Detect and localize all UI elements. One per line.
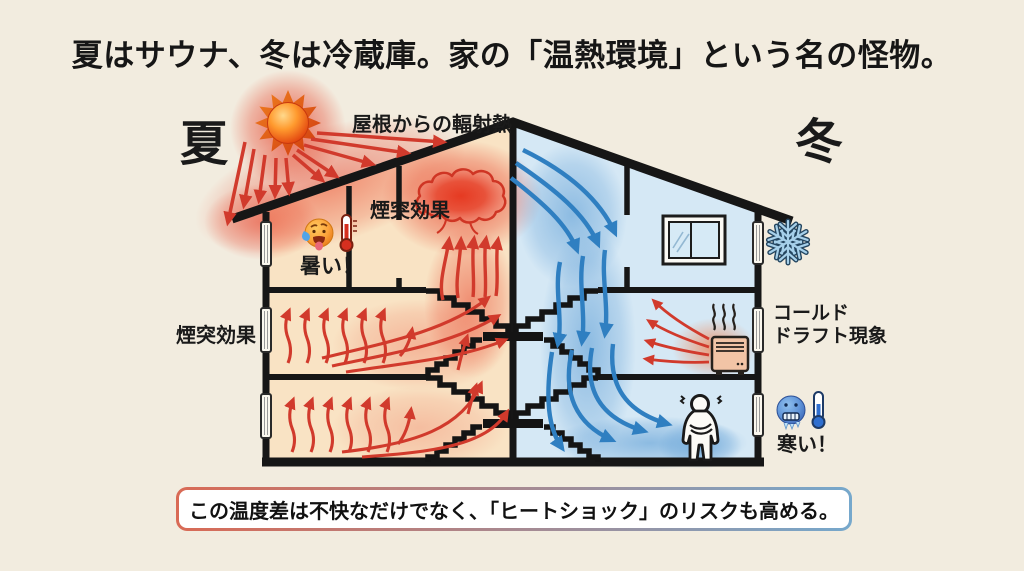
thermometer-hot-icon — [339, 214, 357, 252]
heat-cloud-icon — [415, 168, 507, 235]
icicles — [783, 421, 801, 431]
cold-face-emoji-icon — [776, 395, 806, 431]
chimney-effect-left-label: 煙突効果 — [176, 325, 256, 347]
sweat-drop-icon — [302, 231, 310, 241]
chimney-effect-attic-label: 煙突効果 — [370, 200, 450, 222]
hot-air-arrows — [284, 380, 510, 459]
page-title: 夏はサウナ、冬は冷蔵庫。家の「温熱環境」という名の怪物。 — [71, 38, 953, 73]
hot-air-arrows — [223, 131, 448, 227]
cold-draft-line2: ドラフト現象 — [773, 326, 888, 347]
thermometer-cold-icon — [811, 391, 826, 429]
roof — [230, 117, 794, 226]
cold-air-arrows — [509, 148, 673, 452]
heat-steam-icon — [712, 303, 736, 331]
cold-label: 寒い！ — [777, 434, 837, 456]
hot-face-emoji-icon — [302, 218, 334, 251]
heat-shock-note: この温度差は不快なだけでなく、「ヒートショック」のリスクも高める。 — [176, 487, 852, 531]
cold-draft-arrows — [642, 298, 710, 366]
hot-label: 暑い！ — [300, 255, 363, 278]
cold-draft-label: コールド ドラフト現象 — [773, 302, 887, 348]
roof-radiant-heat-label: 屋根からの輻射熱 — [352, 114, 512, 136]
heat-shock-note-text: この温度差は不快なだけでなく、「ヒートショック」のリスクも高める。 — [189, 500, 839, 523]
cold-draft-line1: コールド — [773, 303, 850, 324]
stair-landing — [483, 419, 543, 428]
shivering-person-icon — [679, 394, 723, 462]
wall-vents — [260, 221, 764, 439]
heater-icon — [710, 303, 750, 375]
window-icon — [661, 214, 727, 266]
hot-air-arrows — [279, 295, 509, 374]
summer-season-label: 夏 — [180, 118, 229, 171]
hot-air-arrows — [439, 234, 503, 301]
snowflake-icon — [766, 221, 810, 263]
stair-landing — [483, 332, 543, 341]
shiver-marks — [679, 395, 723, 405]
sun-icon — [255, 90, 321, 156]
heat-shock-note-inner: この温度差は不快なだけでなく、「ヒートショック」のリスクも高める。 — [179, 490, 849, 528]
winter-season-label: 冬 — [795, 116, 844, 169]
